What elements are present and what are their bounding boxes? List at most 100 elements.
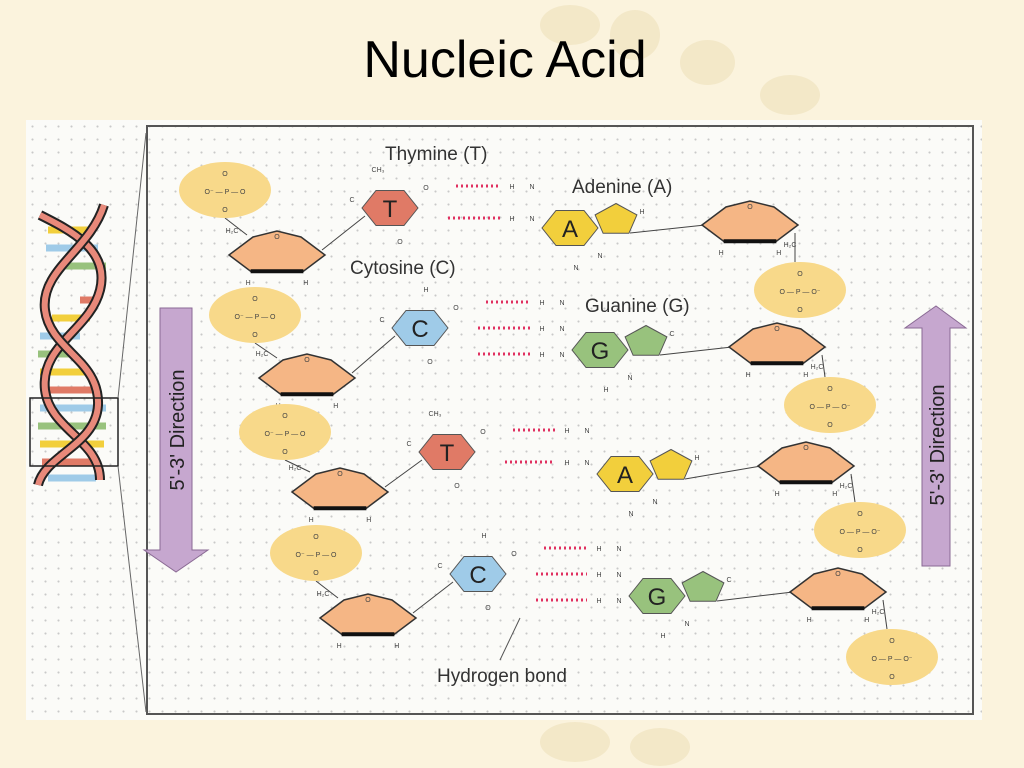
glycosidic-bond xyxy=(659,346,733,356)
base-letter-right: G xyxy=(648,584,667,611)
phosphate-formula: O — P — O⁻ xyxy=(840,529,881,536)
atom-hydrogen: H xyxy=(246,280,251,287)
label-thymine: Thymine (T) xyxy=(385,144,487,165)
atom-nitrogen: N xyxy=(652,499,657,506)
atom-hydrogen: H xyxy=(719,250,724,257)
atom-label: H xyxy=(603,387,608,394)
atom-hydrogen: H xyxy=(596,598,601,605)
atom-oxygen: O xyxy=(511,551,517,558)
base-letter-left: T xyxy=(440,440,455,467)
atom-nitrogen: N xyxy=(529,216,534,223)
phosphate-oxygen: O xyxy=(252,296,258,303)
phosphate-oxygen: O xyxy=(252,332,258,339)
atom-carbon: C xyxy=(437,563,442,570)
decorative-bead xyxy=(630,728,690,766)
atom-nitrogen: N xyxy=(559,300,564,307)
atom-oxygen: O xyxy=(423,185,429,192)
atom-hydrogen: H xyxy=(539,352,544,359)
pyrimidine-ring xyxy=(361,190,419,226)
decorative-bead xyxy=(610,10,660,60)
direction-arrow-down: 5'-3' Direction xyxy=(142,307,210,573)
decorative-bead xyxy=(540,722,610,762)
decorative-bead xyxy=(680,40,735,85)
atom-hydrogen: H xyxy=(333,403,338,410)
atom-nitrogen: N xyxy=(684,621,689,628)
atom-hydrogen: H xyxy=(539,300,544,307)
purine-hex-ring xyxy=(571,332,629,368)
decorative-bead xyxy=(540,5,600,45)
purine-pentagon-ring xyxy=(624,324,668,356)
phosphate-formula: O⁻ — P — O xyxy=(296,552,337,559)
atom-label: H xyxy=(694,455,699,462)
ring-oxygen: O xyxy=(304,357,310,364)
phosphate-oxygen: O xyxy=(313,570,319,577)
zoom-line-top xyxy=(117,132,147,399)
atom-label: H xyxy=(639,209,644,216)
glycosidic-bond xyxy=(384,459,423,488)
ring-oxygen: O xyxy=(835,571,841,578)
phosphate-oxygen: O xyxy=(282,449,288,456)
phosphate-oxygen: O xyxy=(827,386,833,393)
pyrimidine-ring xyxy=(418,434,476,470)
atom-hydrogen: H xyxy=(481,533,486,540)
atom-label: N xyxy=(573,265,578,272)
atom-label: H xyxy=(660,633,665,640)
phosphate-oxygen: O xyxy=(222,207,228,214)
base-letter-right: A xyxy=(617,462,633,489)
glycosidic-bond xyxy=(716,591,794,602)
atom-hydrogen: H xyxy=(423,287,428,294)
atom-hydrogen: H xyxy=(775,491,780,498)
atom-nitrogen: N xyxy=(616,572,621,579)
atom-nitrogen: N xyxy=(584,460,589,467)
atom-label: C xyxy=(669,331,674,338)
atom-nitrogen: N xyxy=(559,326,564,333)
atom-hydrogen: H xyxy=(564,428,569,435)
atom-methylene: H₂C xyxy=(226,228,239,235)
label-hydrogen-bond: Hydrogen bond xyxy=(437,666,567,687)
phosphate-oxygen: O xyxy=(313,534,319,541)
atom-carbon: C xyxy=(379,317,384,324)
backbone-link xyxy=(850,473,856,503)
phosphate-group-right xyxy=(754,262,846,318)
phosphate-formula: O⁻ — P — O xyxy=(235,314,276,321)
purine-pentagon-ring xyxy=(649,448,693,480)
atom-methylene: H₂C xyxy=(872,609,885,616)
ring-oxygen: O xyxy=(337,471,343,478)
atom-methylene: H₂C xyxy=(840,483,853,490)
base-letter-right: G xyxy=(591,338,610,365)
base-letter-right: A xyxy=(562,216,578,243)
atom-methylene: H₂C xyxy=(317,591,330,598)
figure-panel xyxy=(146,125,974,715)
phosphate-oxygen: O xyxy=(797,307,803,314)
atom-hydrogen: H xyxy=(746,372,751,379)
atom-oxygen: O xyxy=(485,605,491,612)
phosphate-group-left xyxy=(209,287,301,343)
glycosidic-bond xyxy=(321,215,366,251)
phosphate-group-left xyxy=(270,525,362,581)
pyrimidine-ring xyxy=(449,556,507,592)
atom-hydrogen: H xyxy=(864,617,869,624)
atom-hydrogen: H xyxy=(564,460,569,467)
atom-oxygen: O xyxy=(480,429,486,436)
backbone-link xyxy=(284,459,311,473)
direction-arrow-up: 5'-3' Direction xyxy=(903,305,968,567)
backbone-link xyxy=(882,599,888,630)
phosphate-group-left xyxy=(179,162,271,218)
phosphate-oxygen: O xyxy=(827,422,833,429)
atom-hydrogen: H xyxy=(776,250,781,257)
atom-label: C xyxy=(726,577,731,584)
phosphate-group-left xyxy=(239,404,331,460)
atom-oxygen: O xyxy=(453,305,459,312)
direction-label-right: 5'-3' Direction xyxy=(927,384,949,505)
atom-methyl: CH₃ xyxy=(429,411,442,418)
glycosidic-bond xyxy=(351,335,396,374)
atom-nitrogen: N xyxy=(529,184,534,191)
base-letter-left: T xyxy=(383,196,398,223)
phosphate-formula: O⁻ — P — O xyxy=(265,431,306,438)
atom-nitrogen: N xyxy=(627,375,632,382)
dna-helix-icon xyxy=(29,203,119,487)
purine-pentagon-ring xyxy=(594,202,638,234)
atom-oxygen: O xyxy=(397,239,403,246)
